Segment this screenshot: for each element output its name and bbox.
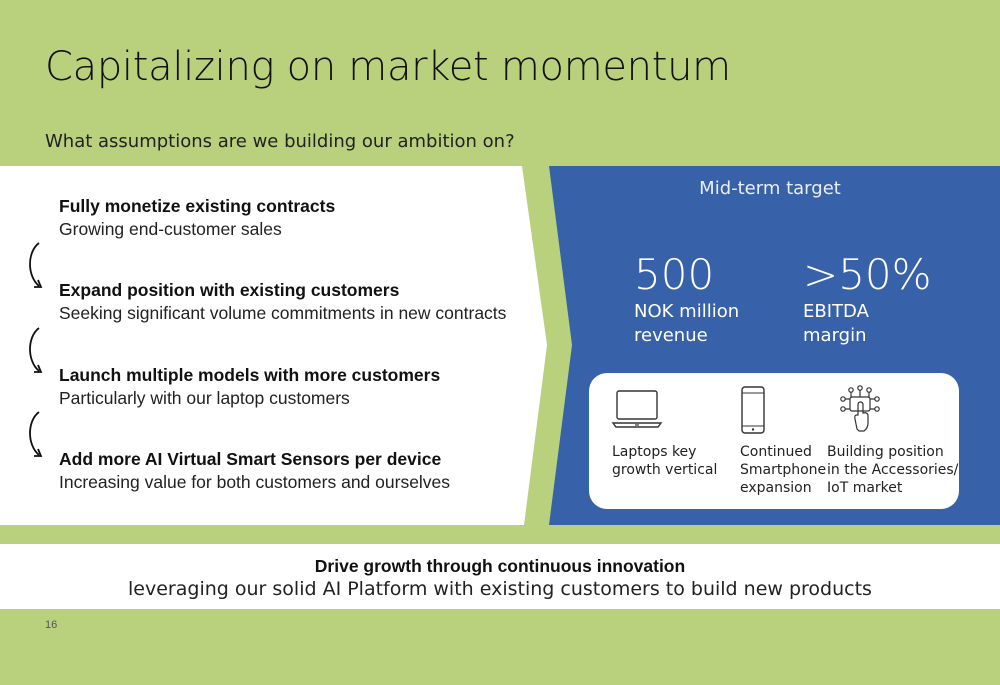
ebitda-value: >50% xyxy=(803,250,932,299)
assumptions-panel xyxy=(0,166,547,525)
segment-label: Continued xyxy=(740,444,812,460)
assumption-heading: Launch multiple models with more custome… xyxy=(59,365,441,385)
laptop-icon xyxy=(611,390,663,428)
revenue-value: 500 xyxy=(634,250,715,299)
ebitda-label-line1: EBITDA xyxy=(803,301,869,322)
curved-arrow-icon xyxy=(29,327,43,373)
assumption-detail: Particularly with our laptop customers xyxy=(59,388,350,408)
revenue-label-line1: NOK million xyxy=(634,301,740,322)
assumption-item: Fully monetize existing contracts Growin… xyxy=(59,195,335,241)
segment-label: expansion xyxy=(740,480,812,496)
footer-heading: Drive growth through continuous innovati… xyxy=(314,556,686,576)
assumption-detail: Growing end-customer sales xyxy=(59,219,282,239)
assumption-heading: Fully monetize existing contracts xyxy=(59,196,336,216)
assumption-heading: Expand position with existing customers xyxy=(59,280,400,300)
segment-label: IoT market xyxy=(827,480,903,496)
assumption-detail: Seeking significant volume commitments i… xyxy=(59,303,507,323)
page-number: 16 xyxy=(45,619,58,631)
assumption-detail: Increasing value for both customers and … xyxy=(59,472,451,492)
segment-label: growth vertical xyxy=(612,462,718,478)
segment-label: Laptops key xyxy=(612,444,697,460)
smartphone-icon xyxy=(741,386,765,434)
iot-touch-icon xyxy=(840,385,880,432)
segment-label: in the Accessories/ xyxy=(827,462,959,478)
assumption-heading: Add more AI Virtual Smart Sensors per de… xyxy=(59,449,442,469)
assumption-item: Launch multiple models with more custome… xyxy=(59,364,440,410)
assumption-item: Add more AI Virtual Smart Sensors per de… xyxy=(59,448,450,494)
page-title: Capitalizing on market momentum xyxy=(45,44,731,90)
curved-arrow-icon xyxy=(29,242,43,288)
footer-detail: leveraging our solid AI Platform with ex… xyxy=(128,578,872,600)
target-title: Mid-term target xyxy=(699,178,841,199)
revenue-label-line2: revenue xyxy=(634,325,708,346)
ebitda-label-line2: margin xyxy=(803,325,867,346)
segments-card: Laptops key growth vertical Continued Sm… xyxy=(589,373,959,509)
assumption-item: Expand position with existing customers … xyxy=(59,279,506,325)
curved-arrow-icon xyxy=(29,411,43,457)
segment-label: Building position xyxy=(827,444,944,460)
footer-band xyxy=(0,544,1000,609)
page-subtitle: What assumptions are we building our amb… xyxy=(45,131,515,152)
segment-label: Smartphone xyxy=(740,462,827,478)
